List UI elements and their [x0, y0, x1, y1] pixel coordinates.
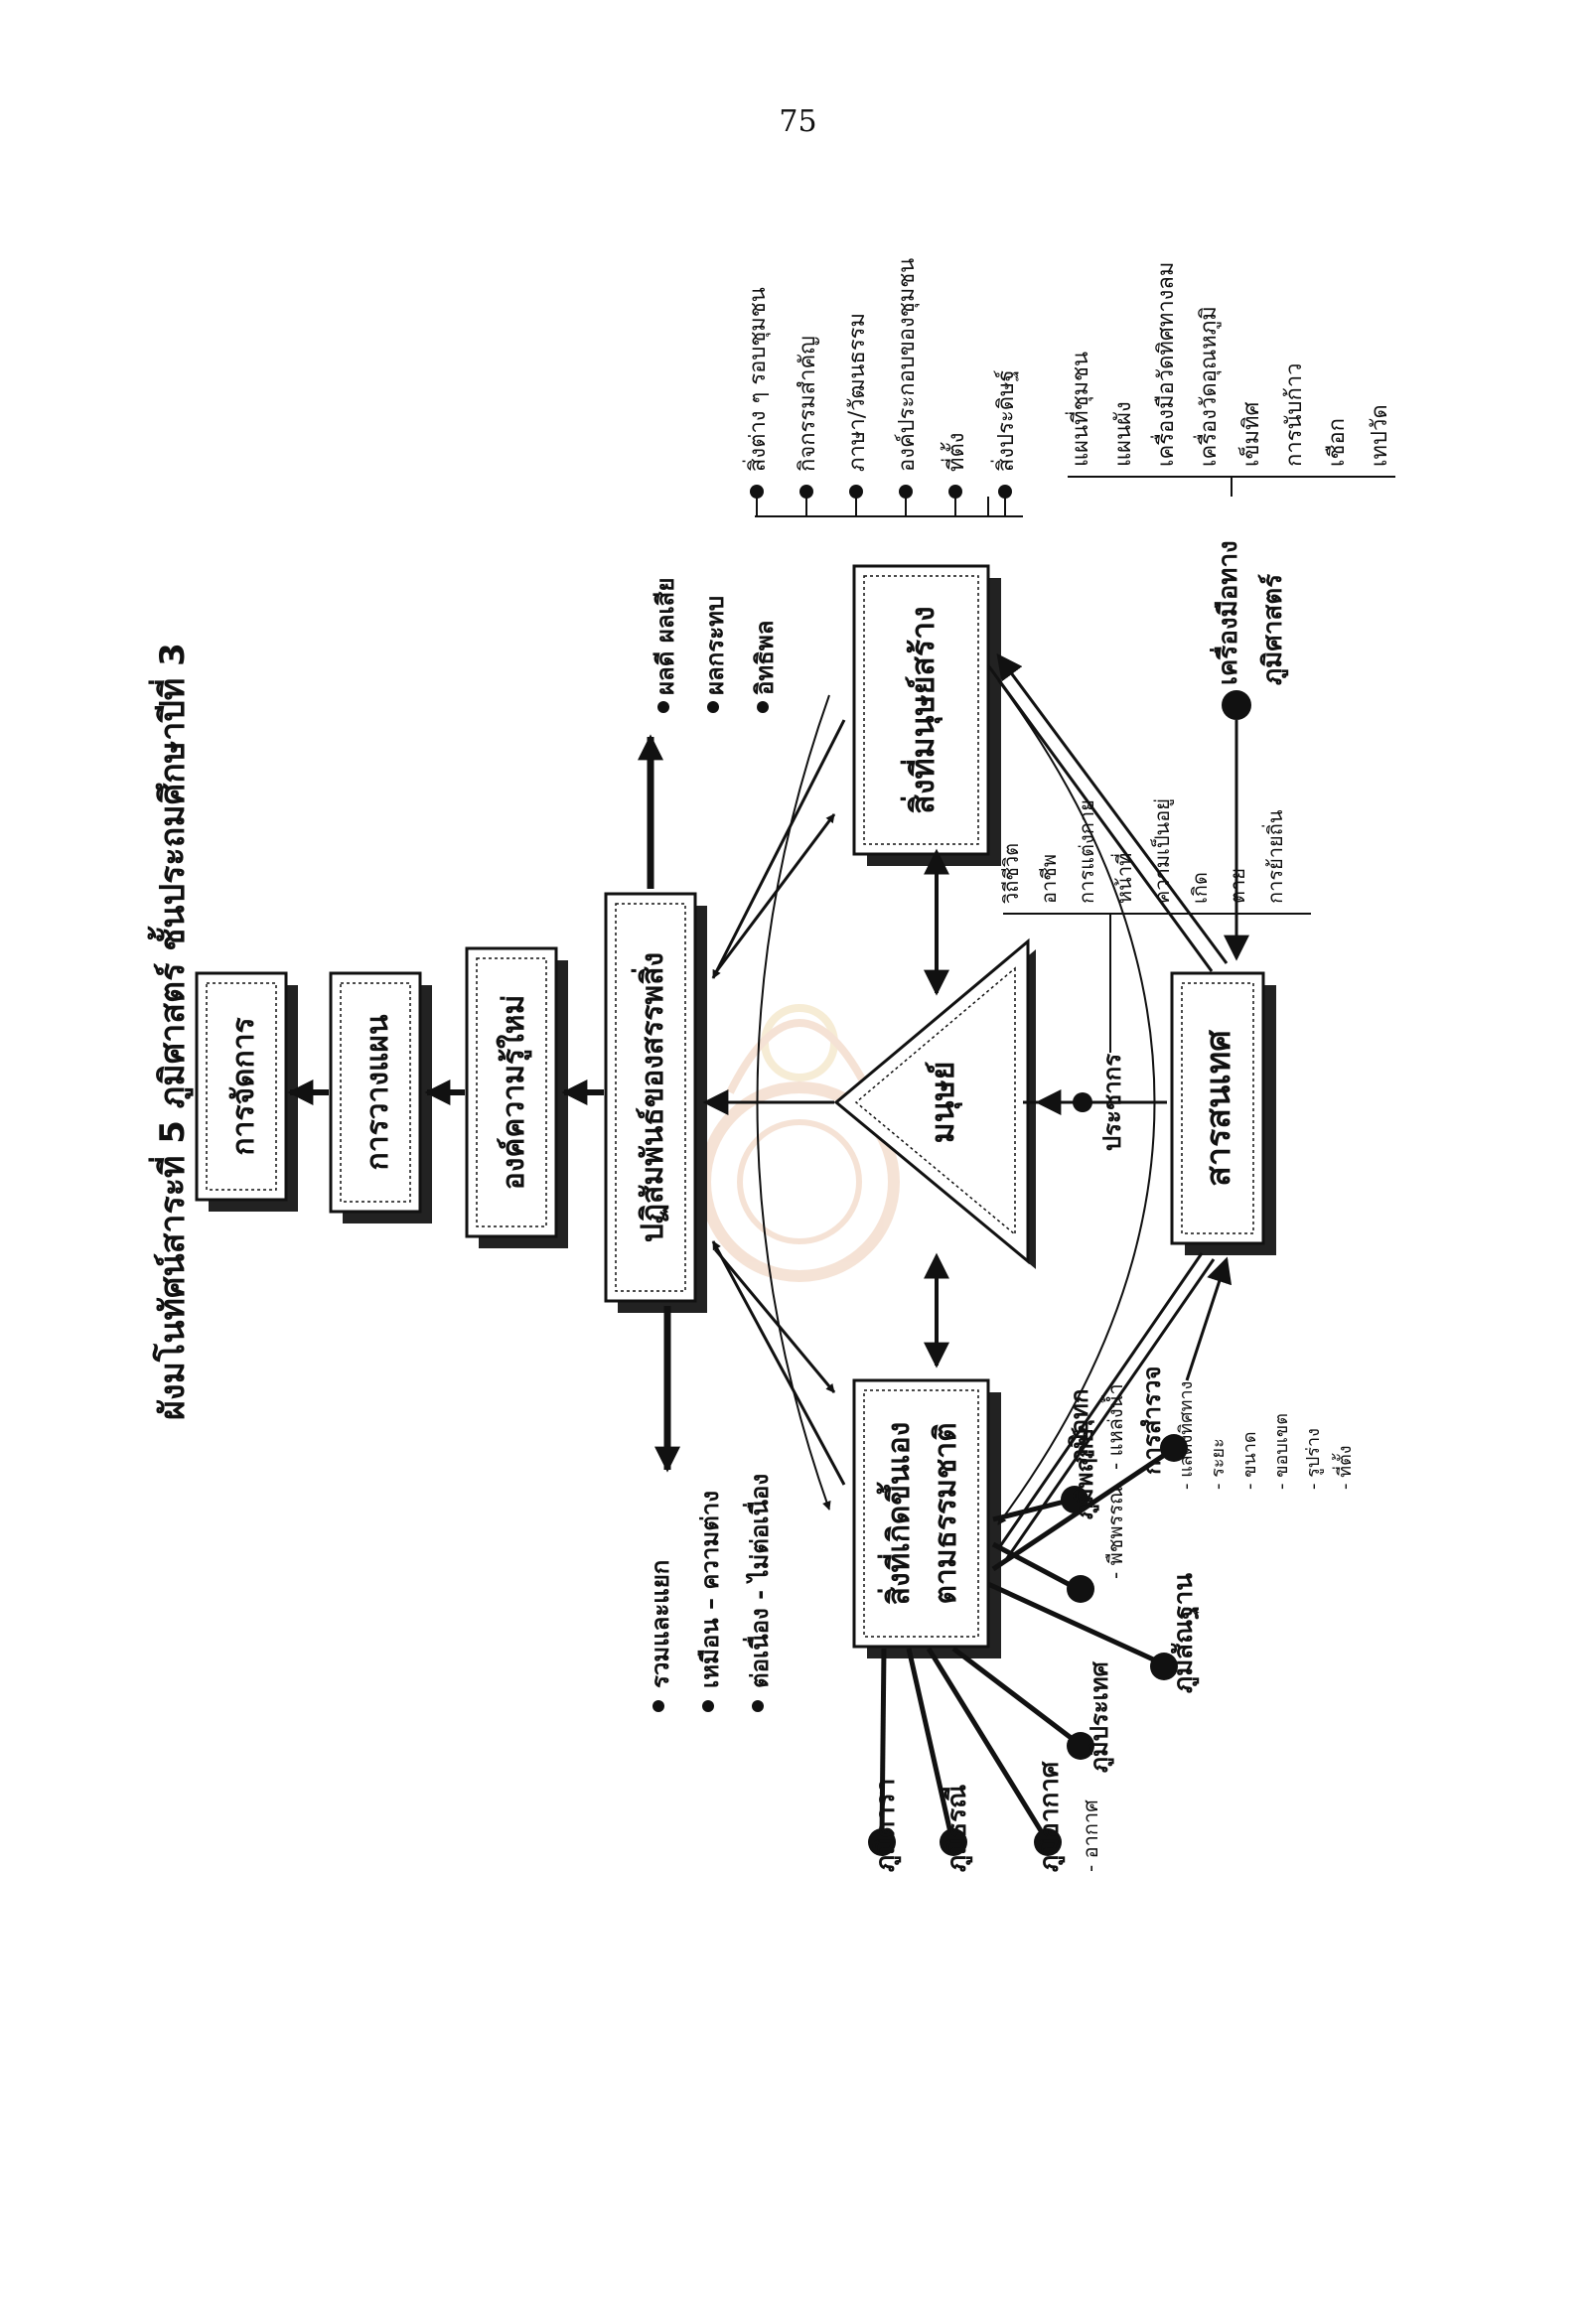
man-made-item: องค์ประกอบของชุมชน: [895, 258, 920, 472]
tool-item: การนับก้าว: [1282, 362, 1307, 467]
landform-label: ภูมิประเทศ: [1086, 1660, 1114, 1773]
man-made-item: สิ่งประดิษฐ์: [990, 369, 1019, 472]
survey-item: - รูปร่าง: [1303, 1428, 1324, 1490]
population-item: วิถีชีวิต: [999, 843, 1023, 904]
comparison-item: เหมือน – ความต่าง: [696, 1491, 724, 1688]
climate-item: - อากาศ: [1079, 1799, 1102, 1872]
man-made-box: สิ่งที่มนุษย์สร้าง: [852, 564, 1001, 866]
man-made-items: สิ่งต่าง ๆ รอบชุมชน กิจกรรมสำคัญ ภาษา/วั…: [742, 258, 1023, 517]
diagram-title: ผังมโนทัศน์สาระที่ 5 ภูมิศาสตร์ ชั้นประถ…: [147, 643, 194, 1420]
effect-item: อิทธิพล: [751, 621, 779, 695]
connection-arrows: [702, 652, 1233, 1562]
population-item: หน้าที่: [1110, 853, 1136, 904]
water-label: ภูมิอุทก: [1066, 1389, 1095, 1465]
population-item: อาชีพ: [1037, 854, 1061, 904]
natural-things-box: สิ่งที่เกิดขึ้นเอง ตามธรรมชาติ: [852, 1378, 1001, 1658]
survey-item: - ขนาด: [1239, 1431, 1260, 1490]
survey-item: - ขอบเขต: [1271, 1413, 1292, 1490]
planning-box: การวางแผน: [329, 971, 432, 1223]
plants-label: ภูมิพฤกษ์: [1071, 1427, 1099, 1519]
natural-things-label-line1: สิ่งที่เกิดขึ้นเอง: [876, 1422, 917, 1606]
effects-list: ผลดี ผลเสีย ผลกระทบ อิทธิพล: [652, 578, 779, 713]
interaction-box: ปฏิสัมพันธ์ของสรรพสิ่ง: [604, 892, 707, 1313]
interaction-label: ปฏิสัมพันธ์ของสรรพสิ่ง: [631, 952, 670, 1242]
effect-item: ผลดี ผลเสีย: [652, 578, 679, 695]
comparison-item: ต่อเนื่อง - ไม่ต่อเนื่อง: [742, 1474, 774, 1688]
new-knowledge-label: องค์ความรู้ใหม่: [496, 995, 532, 1191]
population-branch: ประชากร วิถีชีวิต อาชีพ การแต่งกาย หน้าท…: [999, 798, 1311, 1151]
population-item: ความเป็นอยู่: [1149, 798, 1175, 904]
geo-tools: เครื่องมือทาง ภูมิศาสตร์: [1068, 476, 1395, 961]
natural-things-label-line2: ตามธรรมชาติ: [929, 1422, 963, 1604]
landform-label: ภูมิธรณี: [943, 1785, 973, 1872]
effect-item: ผลกระทบ: [701, 596, 729, 695]
tool-item: เครื่องมือวัดทิศทางลม: [1150, 262, 1179, 467]
survey-item: - ระยะ: [1208, 1438, 1229, 1490]
management-box: การจัดการ: [195, 971, 298, 1212]
comparisons-list: รวมและแยก เหมือน – ความต่าง ต่อเนื่อง - …: [647, 1474, 774, 1712]
tool-item: เข็มทิศ: [1236, 401, 1264, 467]
man-made-item: กิจกรรมสำคัญ: [796, 336, 820, 472]
plants-item: - พืชพรรณ: [1103, 1486, 1127, 1579]
geo-tools-label-line2: ภูมิศาสตร์: [1257, 574, 1289, 685]
population-item: ตาย: [1226, 868, 1249, 904]
tool-item: เครื่องวัดอุณหภูมิ: [1193, 306, 1222, 467]
information-label: สารสนเทศ: [1199, 1030, 1238, 1187]
tool-item: แผนที่ชุมชน: [1065, 352, 1093, 467]
geo-tools-label-line1: เครื่องมือทาง: [1209, 540, 1243, 685]
management-label: การจัดการ: [226, 1017, 261, 1155]
survey-item: - ที่ตั้ง: [1332, 1445, 1356, 1490]
population-label: ประชากร: [1098, 1054, 1126, 1151]
population-item: การย้ายถิ่น: [1261, 809, 1287, 904]
water-item: - แหล่งน้ำ: [1101, 1383, 1127, 1470]
tool-items: แผนที่ชุมชน แผนผัง เครื่องมือวัดทิศทางลม…: [1065, 262, 1392, 467]
landform-label: ภูมิสัณฐาน: [1169, 1573, 1201, 1693]
planning-label: การวางแผน: [361, 1014, 395, 1170]
population-item: เกิด: [1188, 872, 1212, 904]
man-made-item: สิ่งต่าง ๆ รอบชุมชน: [742, 287, 771, 472]
population-item: การแต่งกาย: [1075, 799, 1098, 904]
survey-item: - แสดงทิศทาง: [1176, 1381, 1197, 1490]
plants-water-survey: ภูมิพฤกษ์ - พืชพรรณ ภูมิอุทก - แหล่งน้ำ …: [1066, 1367, 1356, 1579]
page-number: 75: [779, 104, 817, 139]
landform-labels: ภูมิสัณฐาน ภูมิประเทศ ภูมิอากาศ ภูมิธรณี…: [871, 1573, 1201, 1872]
natural-spokes: [868, 1434, 1188, 1856]
man-made-label: สิ่งที่มนุษย์สร้าง: [900, 606, 943, 813]
landform-label: ภูมิดารา: [871, 1779, 902, 1872]
new-knowledge-box: องค์ความรู้ใหม่: [465, 946, 568, 1248]
landform-label: ภูมิอากาศ: [1035, 1761, 1066, 1872]
human-label: มนุษย์: [924, 1062, 963, 1144]
school-seal-watermark: [699, 1004, 900, 1282]
survey-label: การสำรวจ: [1138, 1367, 1166, 1475]
comparison-item: รวมและแยก: [647, 1560, 674, 1688]
tool-item: เทปวัด: [1368, 404, 1392, 467]
man-made-item: ภาษา/วัฒนธรรม: [845, 313, 870, 472]
tool-item: แผนผัง: [1111, 401, 1136, 467]
man-made-item: ที่ตั้ง: [941, 432, 969, 472]
tool-item: เชือก: [1325, 418, 1350, 467]
information-box: สารสนเทศ: [1170, 971, 1276, 1255]
human-triangle: มนุษย์: [833, 937, 1036, 1269]
